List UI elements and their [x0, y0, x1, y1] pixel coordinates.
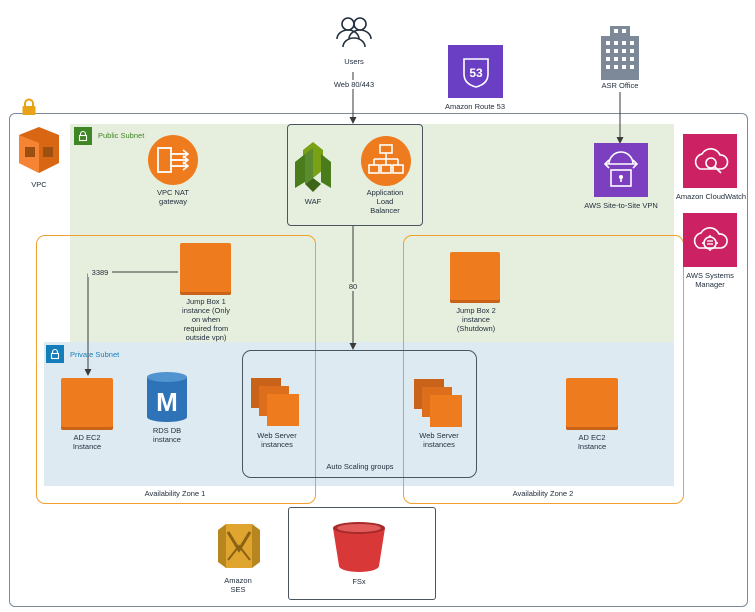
public-subnet-label: Public Subnet: [98, 131, 145, 140]
private-subnet-lock-icon: [46, 345, 64, 363]
jump-box-1-instance-icon: [180, 243, 231, 295]
rds-db-instance-icon: M: [147, 372, 187, 422]
availability-zone-2: [403, 235, 684, 504]
ad-ec2-instance-2-icon: [566, 378, 618, 430]
application-load-balancer-icon: [361, 136, 411, 186]
route53-badge-text: 53: [469, 66, 483, 80]
amazon-ses-icon: [218, 524, 260, 568]
web-server-instances-2-icon: [414, 379, 462, 427]
ad-ec2-instance-1-icon: [61, 378, 113, 430]
jump-box-2-instance-icon: [450, 252, 500, 303]
users-label: Users: [344, 57, 364, 66]
http-port-label: 80: [346, 282, 360, 291]
fsx-icon: [333, 522, 385, 572]
availability-zone-1-label: Availability Zone 1: [144, 489, 206, 498]
web-port-label: Web 80/443: [330, 80, 378, 89]
web-server-instances-1-icon: [251, 378, 299, 426]
auto-scaling-group-label: Auto Scaling groups: [326, 462, 394, 471]
auto-scaling-group: [242, 350, 477, 478]
vpc-boundary: [9, 113, 748, 607]
rdp-port-label: 3389: [88, 268, 112, 277]
site-to-site-vpn-label: AWS Site-to-Site VPN: [584, 201, 658, 210]
site-to-site-vpn-icon: [594, 143, 648, 197]
waf-icon: [295, 142, 331, 192]
users-icon: [336, 17, 372, 48]
rds-glyph: M: [156, 387, 178, 417]
systems-manager-icon: [683, 213, 737, 267]
cloudwatch-icon: [683, 134, 737, 188]
availability-zone-2-label: Availability Zone 2: [512, 489, 574, 498]
vpc-icon: [19, 127, 59, 173]
vpc-lock-icon: [22, 98, 36, 115]
route53-icon: 53: [448, 45, 503, 98]
route53-label: Amazon Route 53: [444, 102, 506, 111]
waf-label: WAF: [304, 197, 322, 206]
asr-office-label: ASR Office: [601, 81, 639, 90]
cloudwatch-label: Amazon CloudWatch: [675, 192, 747, 201]
office-building-icon: [601, 26, 639, 80]
vpc-label: VPC: [31, 180, 47, 189]
waf-alb-group: [287, 124, 423, 226]
fsx-label: FSx: [352, 577, 366, 586]
nat-gateway-icon: [148, 135, 198, 185]
availability-zone-1: [36, 235, 316, 504]
public-subnet-lock-icon: [74, 127, 92, 145]
